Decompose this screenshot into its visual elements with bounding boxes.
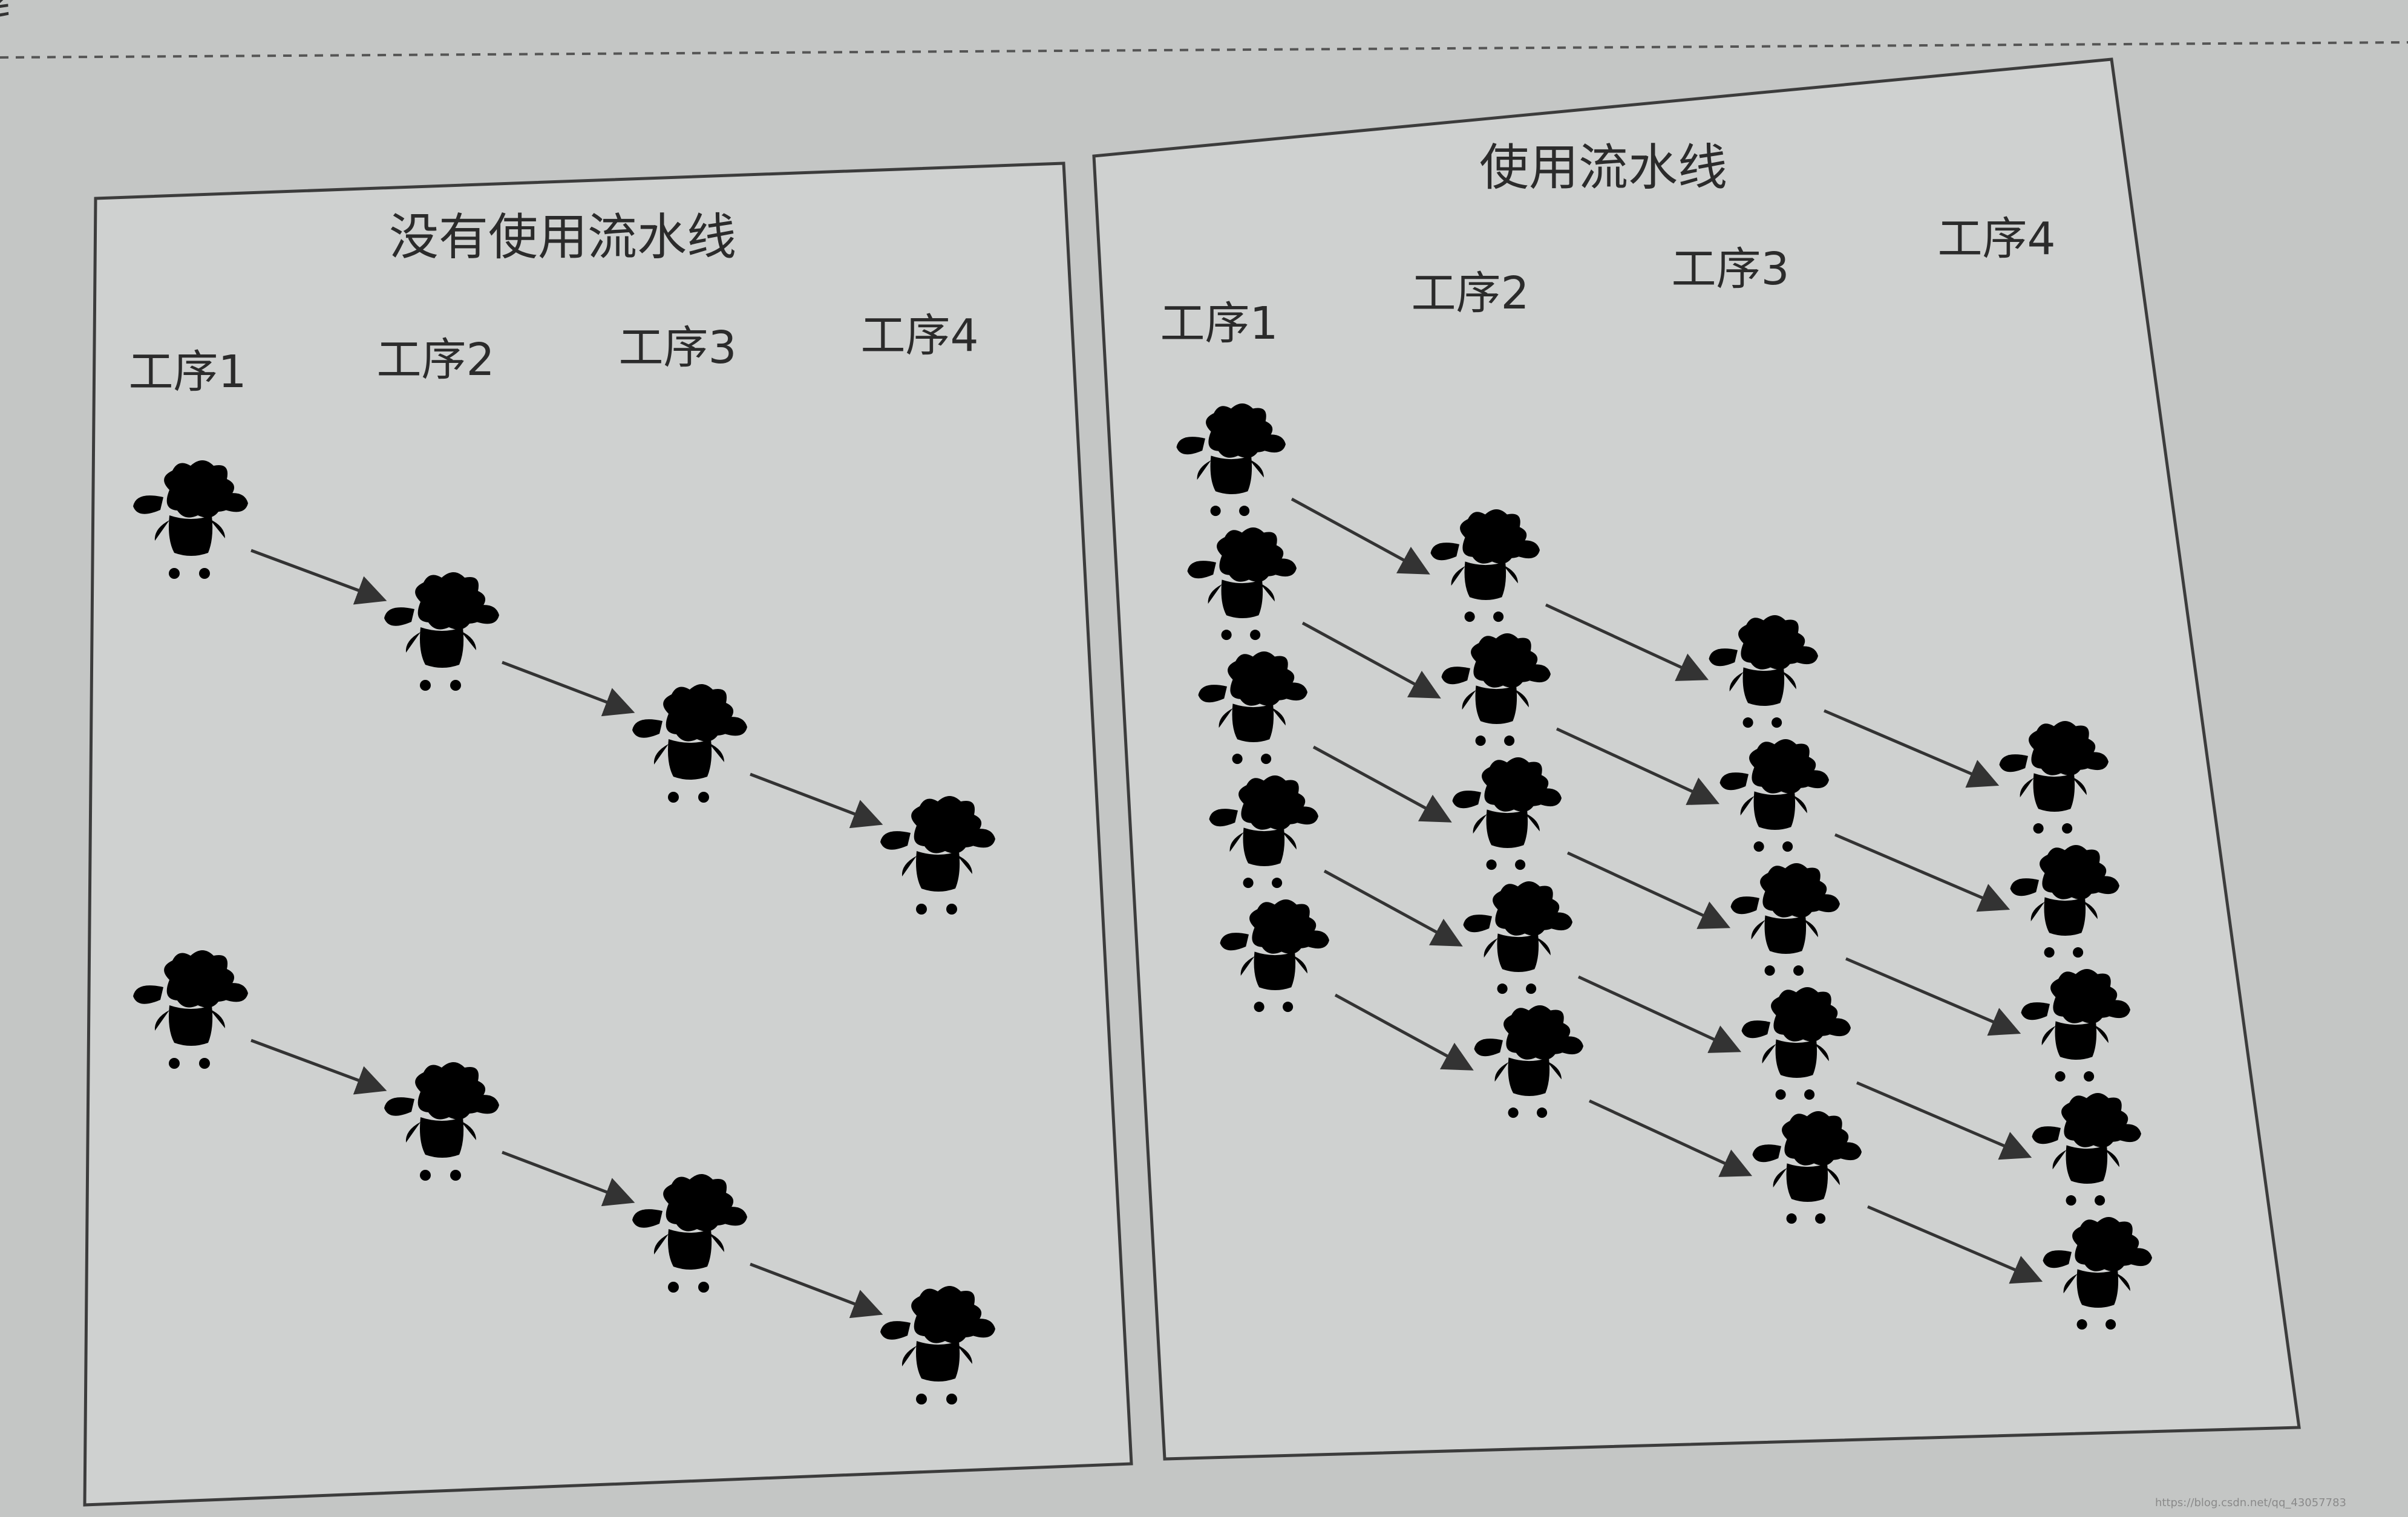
step-label: 工序1 <box>128 346 246 398</box>
arrow-right-icon <box>1824 709 2000 788</box>
step-label: 工序4 <box>860 310 978 362</box>
arrow-right-icon <box>1301 621 1441 699</box>
step-label: 工序2 <box>1411 267 1529 319</box>
arrow-right-icon <box>502 661 635 717</box>
arrow-right-icon <box>250 549 387 605</box>
step-label: 工序4 <box>1937 213 2055 265</box>
dashed-divider <box>0 41 2408 59</box>
arrow-right-icon <box>1556 727 1720 805</box>
arrow-right-icon <box>1291 497 1430 575</box>
arrow-right-icon <box>1588 1099 1753 1177</box>
step-label: 工序3 <box>618 322 736 374</box>
watermark: https://blog.csdn.net/qq_43057783 <box>2155 1496 2346 1509</box>
arrow-right-icon <box>502 1150 635 1207</box>
arrow-right-icon <box>750 1262 883 1319</box>
panel-title: 使用流水线 <box>1479 139 1727 197</box>
step-label: 工序2 <box>376 334 494 386</box>
arrow-right-icon <box>1845 957 2021 1036</box>
panel-title: 没有使用流水线 <box>389 209 736 266</box>
panel-no-pipeline: 没有使用流水线 工序1 工序2 工序3 工序4 <box>83 161 1133 1507</box>
arrow-right-icon <box>1834 833 2010 912</box>
arrow-right-icon <box>1323 869 1463 947</box>
arrow-right-icon <box>1566 851 1731 929</box>
arrow-right-icon <box>1334 993 1474 1071</box>
panel-frame <box>83 161 1133 1507</box>
panel-pipeline: 使用流水线 工序1 工序2 工序3 工序4 <box>1092 57 2301 1461</box>
arrow-right-icon <box>1856 1081 2032 1160</box>
arrow-right-icon <box>1545 603 1709 681</box>
arrow-right-icon <box>250 1039 387 1095</box>
header-glyph: 纟 <box>0 0 30 27</box>
arrow-right-icon <box>1312 745 1452 823</box>
step-label: 工序3 <box>1671 243 1789 295</box>
step-label: 工序1 <box>1160 298 1278 350</box>
arrow-right-icon <box>1577 975 1742 1053</box>
arrow-right-icon <box>750 772 883 829</box>
arrow-right-icon <box>1867 1205 2043 1284</box>
panel-frame <box>1092 57 2301 1461</box>
